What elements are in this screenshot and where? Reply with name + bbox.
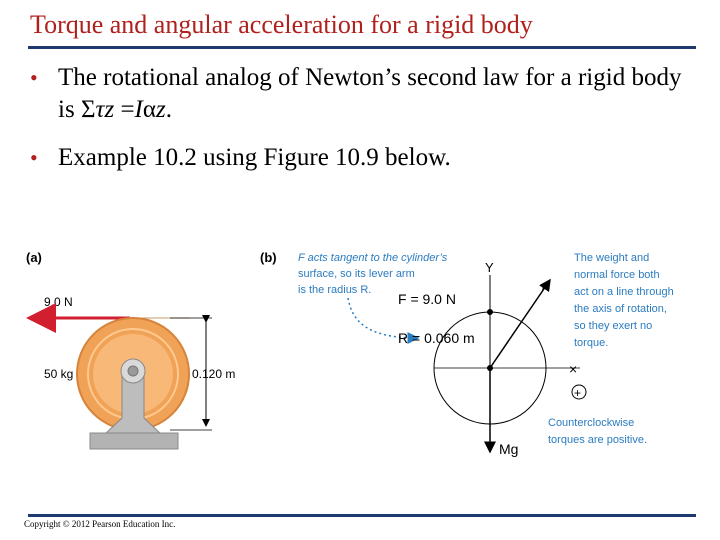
bullet-text: Example 10.2 using Figure 10.9 below. bbox=[58, 144, 451, 171]
copyright-notice: Copyright © 2012 Pearson Education Inc. bbox=[24, 519, 176, 529]
note-left-line3: is the radius R. bbox=[298, 284, 371, 296]
ccw-icon bbox=[571, 384, 587, 400]
note-left-pointer bbox=[347, 297, 420, 344]
axle-center bbox=[127, 365, 139, 377]
note-right-line6: torque. bbox=[574, 337, 608, 349]
bullet-dot-icon: • bbox=[30, 65, 38, 90]
ccw-note-line1: Counterclockwise bbox=[548, 417, 634, 429]
support-base bbox=[89, 432, 179, 450]
formula-sub-z2: z bbox=[155, 96, 166, 123]
note-right-line2: normal force both bbox=[574, 269, 660, 281]
formula-inertia: I bbox=[134, 96, 143, 123]
formula-end: . bbox=[165, 96, 172, 123]
diameter-label: 0.120 m bbox=[192, 367, 235, 381]
title-divider bbox=[28, 46, 696, 49]
mass-label: 50 kg bbox=[44, 367, 73, 381]
x-axis-mark-icon: × bbox=[569, 361, 577, 377]
bullet-newton-analog: • The rotational analog of Newton’s seco… bbox=[28, 62, 698, 126]
ccw-plus-icon: + bbox=[574, 386, 581, 400]
normal-force-arrow bbox=[489, 278, 551, 369]
formula-sigma: Σ bbox=[80, 96, 96, 123]
figure-10-9: (a) 9.0 N 50 kg 0.120 m (b) F acts tange… bbox=[25, 250, 674, 457]
figure-a-label: (a) bbox=[26, 250, 42, 265]
note-right-line5: so they exert no bbox=[574, 320, 652, 332]
force-label-a: 9.0 N bbox=[44, 295, 73, 309]
bullet-list: • The rotational analog of Newton’s seco… bbox=[28, 62, 698, 174]
footer-divider bbox=[28, 514, 696, 517]
force-application-point bbox=[487, 309, 493, 315]
formula-eq: = bbox=[114, 96, 135, 123]
formula-alpha: α bbox=[142, 96, 156, 123]
slide-title: Torque and angular acceleration for a ri… bbox=[30, 10, 533, 39]
note-right-line1: The weight and bbox=[574, 252, 649, 264]
note-left-line1: F acts tangent to the cylinder’s bbox=[298, 252, 448, 264]
bullet-text: The rotational analog of Newton’s second… bbox=[58, 64, 682, 123]
y-axis-label: Y bbox=[485, 260, 494, 275]
bullet-example: • Example 10.2 using Figure 10.9 below. bbox=[28, 142, 698, 174]
note-right-line4: the axis of rotation, bbox=[574, 303, 667, 315]
formula-tau: τ bbox=[95, 96, 105, 123]
ccw-note-line2: torques are positive. bbox=[548, 434, 647, 446]
weight-label: Mg bbox=[499, 441, 518, 457]
formula-sub-z: z bbox=[104, 96, 115, 123]
bullet-dot-icon: • bbox=[30, 145, 38, 170]
note-left-line2: surface, so its lever arm bbox=[298, 268, 415, 280]
force-label-b: F = 9.0 N bbox=[398, 291, 456, 307]
figure-b-label: (b) bbox=[260, 250, 277, 265]
radius-label: R = 0.060 m bbox=[398, 330, 475, 346]
note-right-line3: act on a line through bbox=[574, 286, 674, 298]
normal-force-label: n bbox=[542, 278, 549, 293]
